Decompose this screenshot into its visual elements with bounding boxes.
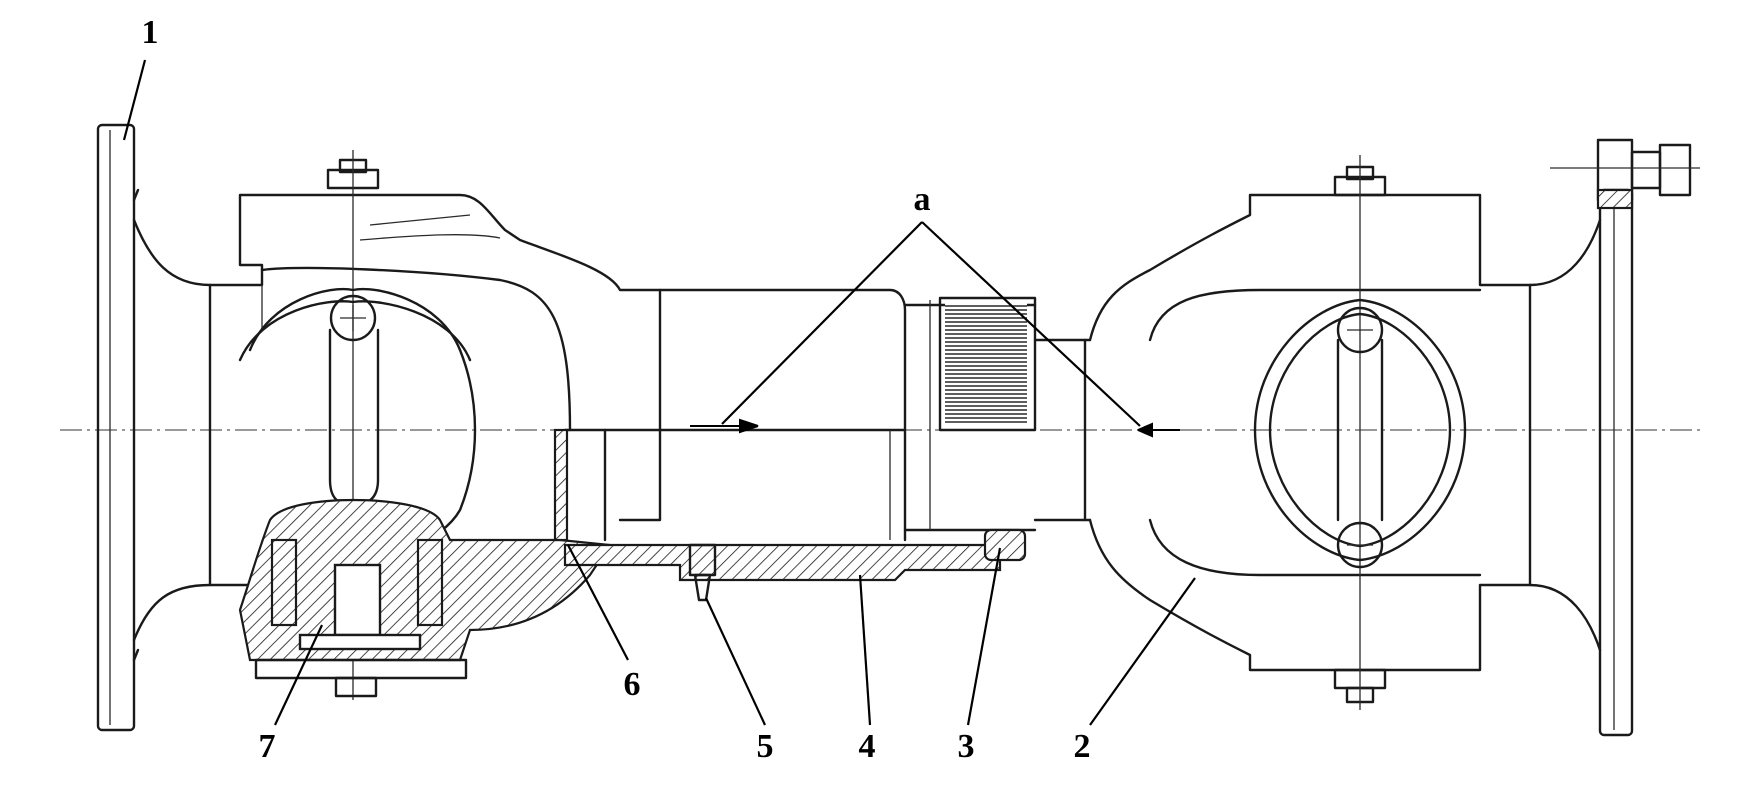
right-yoke — [1088, 155, 1602, 710]
center-shaft — [553, 288, 1092, 602]
right-spider — [1253, 298, 1467, 569]
right-flange — [1550, 138, 1700, 737]
left-bearing-section — [238, 498, 612, 698]
label-4: 4 — [859, 728, 876, 765]
label-7: 7 — [259, 728, 276, 765]
label-5: 5 — [757, 728, 774, 765]
left-flange — [96, 123, 140, 732]
label-6: 6 — [624, 666, 641, 703]
label-a: a — [914, 181, 931, 218]
label-2: 2 — [1074, 728, 1091, 765]
label-1: 1 — [142, 14, 159, 51]
leader-lines — [122, 59, 1196, 726]
label-3: 3 — [958, 728, 975, 765]
